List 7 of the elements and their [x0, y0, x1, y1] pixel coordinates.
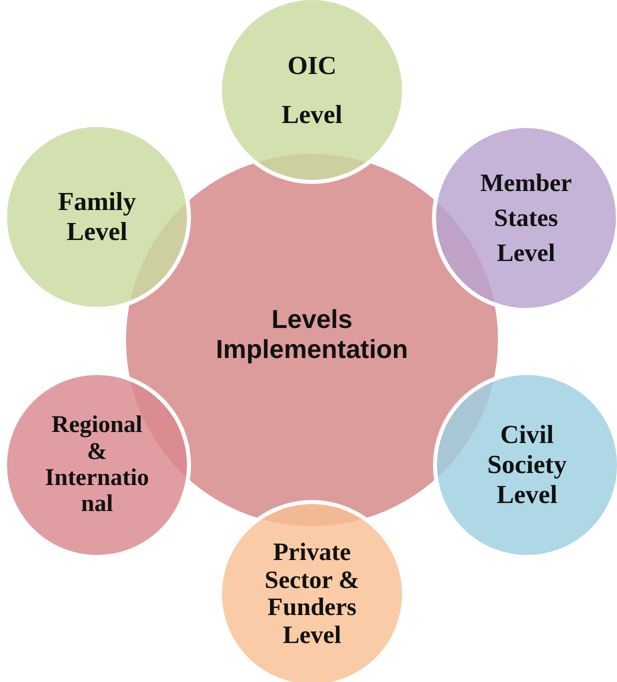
center-title: Levels Implementation [214, 305, 410, 365]
circle-label: Private Sector & Funders Level [264, 539, 360, 649]
circle-label: Member States Level [479, 168, 573, 268]
circle-label: OIC Level [280, 50, 344, 131]
circle-label: Civil Society Level [486, 420, 568, 510]
circle-label: Family Level [57, 187, 137, 247]
circle-label: Regional & Internatio nal [44, 412, 150, 518]
